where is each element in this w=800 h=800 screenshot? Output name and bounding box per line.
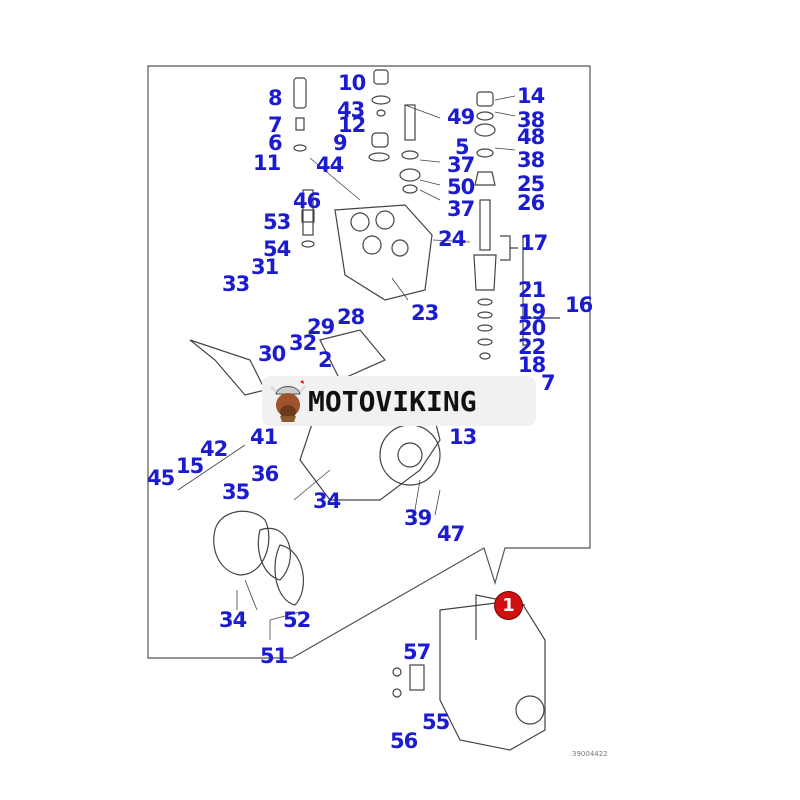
part-label: 56: [390, 729, 418, 753]
part-label: 13: [449, 425, 477, 449]
part-label: 50: [447, 175, 475, 199]
part-label: 18: [518, 353, 546, 377]
part-label: 20: [518, 316, 546, 340]
part-label: 38: [517, 148, 545, 172]
part-label: 9: [333, 131, 348, 155]
part-label: 39: [404, 506, 432, 530]
part-label: 31: [251, 255, 279, 279]
logo-text: MOTOVIKING: [308, 385, 477, 418]
part-label: 17: [520, 231, 548, 255]
part-label: 15: [176, 454, 204, 478]
viking-mascot-icon: [270, 380, 306, 422]
part-label: 55: [422, 710, 450, 734]
part-label: 8: [268, 86, 283, 110]
part-label: 44: [316, 153, 344, 177]
part-label: 41: [250, 425, 278, 449]
part-label: 7: [268, 113, 283, 137]
part-label: 43: [337, 98, 365, 122]
part-label: 26: [517, 191, 545, 215]
part-label: 51: [260, 644, 288, 668]
part-label: 42: [200, 437, 228, 461]
part-label: 5: [455, 135, 470, 159]
part-label: 2: [318, 348, 333, 372]
part-label: 12: [338, 113, 366, 137]
part-label: 19: [518, 300, 546, 324]
flange: [379, 424, 441, 486]
assembly-1: [439, 599, 546, 751]
part-label: 6: [268, 131, 283, 155]
watermark-logo: MOTOVIKING: [262, 376, 536, 426]
part-label: 52: [283, 608, 311, 632]
governor-housing: [213, 510, 270, 576]
gasket-2: [274, 544, 304, 606]
drawing-code: 39004422: [572, 750, 608, 758]
part-label: 16: [565, 293, 593, 317]
part-label: 57: [403, 640, 431, 664]
part-label: 45: [147, 466, 175, 490]
gasket: [257, 527, 291, 581]
part-label: 22: [518, 335, 546, 359]
part-label: 35: [222, 480, 250, 504]
part-label: 34: [313, 489, 341, 513]
part-label: 37: [447, 197, 475, 221]
part-label: 10: [338, 71, 366, 95]
part-label: 24: [438, 227, 466, 251]
part-label: 48: [517, 125, 545, 149]
part-label: 30: [258, 342, 286, 366]
part-label: 25: [517, 172, 545, 196]
part-label: 29: [307, 315, 335, 339]
part-label: 47: [437, 522, 465, 546]
part-label: 53: [263, 210, 291, 234]
part-label: 49: [447, 105, 475, 129]
part-label: 36: [251, 462, 279, 486]
part-label: 23: [411, 301, 439, 325]
part-label: 11: [253, 151, 281, 175]
part-label: 7: [541, 371, 556, 395]
part-label: 21: [518, 278, 546, 302]
part-label: 34: [219, 608, 247, 632]
part-label: 38: [517, 108, 545, 132]
part-label: 37: [447, 153, 475, 177]
part-label: 54: [263, 237, 291, 261]
callout-frame: [147, 65, 591, 659]
part-label: 33: [222, 272, 250, 296]
drive-shaft: [189, 339, 266, 396]
pump-head: [334, 204, 433, 301]
part-label: 14: [517, 84, 545, 108]
part-label: 46: [293, 189, 321, 213]
assembly-number-badge: 1: [495, 592, 522, 619]
part-label: 28: [337, 305, 365, 329]
part-label: 32: [289, 331, 317, 355]
